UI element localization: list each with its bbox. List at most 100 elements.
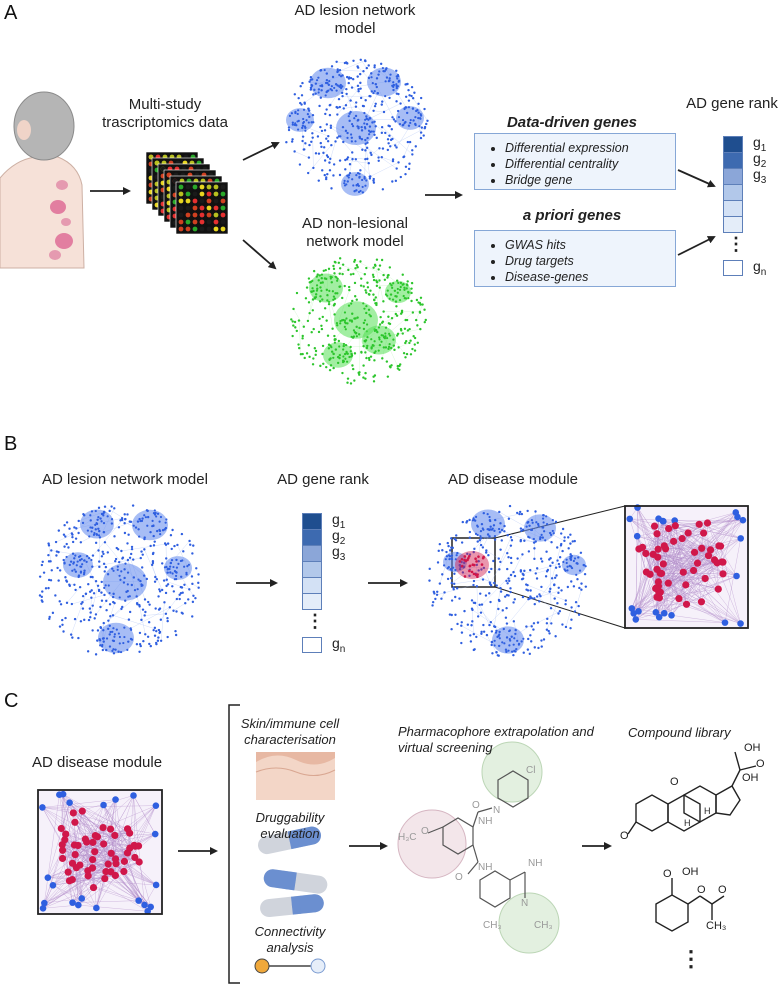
network-node	[455, 554, 458, 557]
network-node	[416, 108, 419, 112]
network-node	[505, 650, 508, 654]
network-node	[319, 281, 323, 285]
network-node	[547, 629, 550, 633]
network-node	[377, 349, 380, 352]
network-node	[338, 105, 341, 109]
network-node	[566, 565, 569, 568]
network-node	[449, 567, 452, 571]
network-node	[403, 296, 407, 300]
network-node	[62, 630, 65, 633]
network-node	[83, 618, 86, 622]
network-node	[120, 517, 124, 520]
network-node	[102, 628, 105, 632]
microarray-spot	[220, 212, 226, 218]
zoom-blue-node	[69, 899, 76, 906]
network-node	[341, 94, 344, 98]
network-edge	[66, 587, 81, 603]
network-node	[540, 585, 543, 589]
network-node	[321, 169, 324, 172]
network-node	[460, 631, 464, 634]
network-node	[94, 653, 98, 656]
network-node	[522, 637, 525, 640]
network-node	[384, 335, 387, 338]
zoom-blue-node	[655, 613, 663, 621]
network-node	[79, 620, 83, 623]
network-node	[166, 542, 170, 545]
microarray-spot	[206, 184, 212, 190]
network-node	[72, 562, 75, 565]
network-node	[569, 556, 573, 559]
network-node	[392, 344, 396, 347]
network-node	[357, 127, 360, 130]
network-node	[70, 602, 74, 606]
network-node	[489, 528, 492, 531]
network-edge	[537, 596, 559, 614]
network-node	[132, 576, 136, 579]
network-node	[95, 522, 98, 525]
network-node	[472, 632, 476, 636]
network-node	[378, 286, 381, 289]
zoom-edge	[96, 795, 134, 909]
network-node	[106, 573, 110, 576]
data-driven-item: Differential centrality	[505, 156, 675, 172]
network-node	[401, 273, 404, 276]
network-node	[97, 527, 100, 530]
network-node	[419, 114, 423, 117]
network-node	[482, 511, 485, 515]
network-edge	[522, 563, 559, 575]
zoom-edge	[78, 861, 140, 906]
network-node	[493, 581, 496, 585]
network-node	[83, 569, 86, 572]
network-node	[411, 107, 415, 110]
network-node	[384, 80, 387, 83]
network-node	[346, 131, 349, 135]
network-node	[391, 137, 394, 141]
network-node	[125, 590, 128, 594]
network-node	[480, 568, 483, 571]
zoom-edge	[638, 554, 654, 612]
network-node	[312, 93, 315, 96]
network-node	[371, 121, 374, 124]
zoom-edge	[52, 885, 97, 909]
network-node	[365, 146, 369, 150]
network-node	[382, 310, 385, 313]
network-node	[410, 287, 413, 290]
network-node	[497, 598, 501, 602]
network-node	[325, 365, 328, 369]
network-node	[312, 166, 315, 170]
network-node	[54, 540, 58, 544]
network-node	[320, 277, 323, 280]
network-node	[361, 148, 364, 151]
network-node	[399, 102, 402, 105]
network-node	[499, 560, 502, 564]
network-node	[499, 586, 502, 590]
network-node	[327, 343, 331, 346]
network-node	[530, 596, 533, 600]
network-cluster	[309, 273, 343, 303]
network-node	[349, 76, 353, 80]
network-node	[479, 543, 483, 547]
network-node	[381, 334, 385, 337]
network-node	[356, 119, 359, 122]
zoom-red-node	[642, 549, 650, 558]
network-node	[470, 599, 474, 602]
network-node	[494, 518, 497, 522]
network-node	[392, 338, 395, 341]
network-node	[408, 327, 411, 331]
lesion-model-line-2: model	[334, 20, 376, 37]
network-node	[384, 332, 387, 335]
network-edge	[144, 613, 166, 616]
network-node	[154, 607, 157, 610]
zoom-red-node	[126, 844, 134, 852]
network-node	[158, 590, 162, 593]
network-node	[498, 510, 501, 514]
apriori-box: GWAS hits Drug targets Disease-genes	[474, 230, 676, 287]
network-node	[324, 268, 327, 272]
network-node	[172, 565, 175, 569]
network-node	[545, 628, 549, 631]
network-node	[158, 529, 162, 533]
network-node	[107, 584, 110, 587]
zoom-red-node	[700, 529, 708, 537]
network-edge	[540, 590, 562, 597]
network-node	[479, 611, 483, 614]
